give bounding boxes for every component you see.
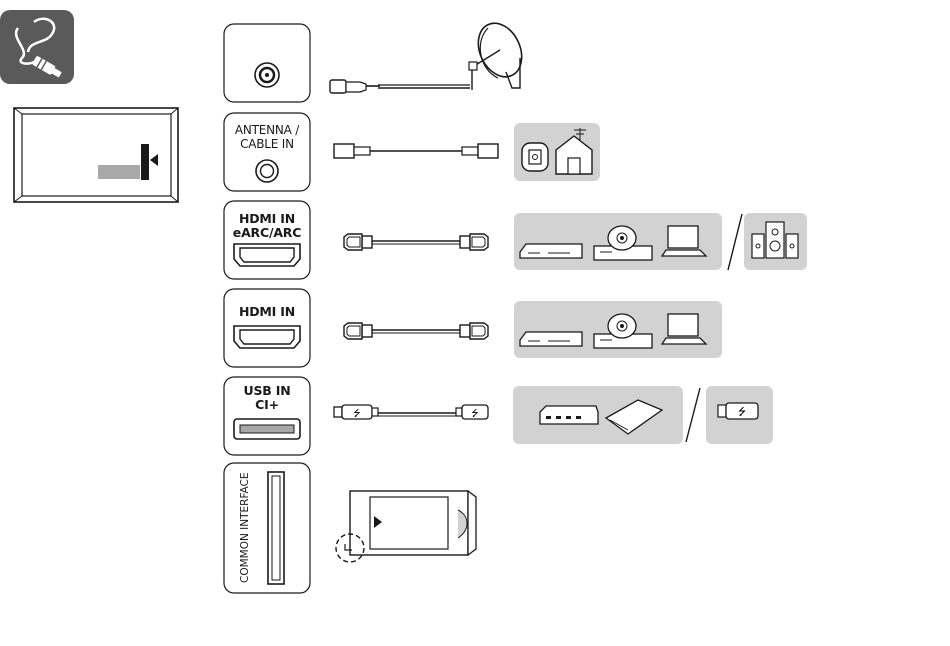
port-box-common-interface: [224, 463, 310, 593]
hdmi-earc-port-label: HDMI IN eARC/ARC: [224, 212, 310, 240]
port-box-hdmi: [224, 289, 310, 367]
usb-devices-panel: [513, 386, 683, 444]
speaker-system-icon: [744, 213, 807, 270]
or-divider: [686, 388, 700, 442]
hdmi-devices-panel: [514, 301, 722, 358]
cable-connection-icon: [0, 10, 74, 84]
tv-back-illustration: [14, 108, 178, 202]
hdmi-earc-cable: [344, 234, 488, 250]
port-box-satellite: [224, 24, 310, 102]
hdmi-earc-devices-panel: [514, 213, 722, 270]
svg-text:⭍: ⭍: [738, 406, 746, 418]
common-interface-port-label: COMMON INTERFACE: [239, 473, 253, 583]
antenna-cable: [334, 144, 498, 158]
antenna-port-label: ANTENNA / CABLE IN: [224, 123, 310, 151]
svg-text:⭍: ⭍: [471, 408, 479, 419]
hdmi-cable: [344, 323, 488, 339]
set-top-box-icon: [520, 332, 582, 346]
usb-cable: ⭍ ⭍: [334, 405, 488, 419]
antenna-house-icon: [514, 123, 600, 181]
hdmi-port-label: HDMI IN: [224, 305, 310, 319]
satellite-dish-icon: [469, 16, 530, 90]
usb-port-label: USB IN CI+: [224, 384, 310, 412]
set-top-box-icon: [520, 244, 582, 258]
usb-symbol-icon: ⭍: [706, 386, 773, 444]
satellite-cable: [330, 80, 470, 93]
ci-module-card-icon: [336, 491, 476, 562]
or-divider: [728, 214, 742, 270]
svg-text:⭍: ⭍: [353, 408, 361, 419]
usb-hub-icon: [540, 406, 598, 424]
